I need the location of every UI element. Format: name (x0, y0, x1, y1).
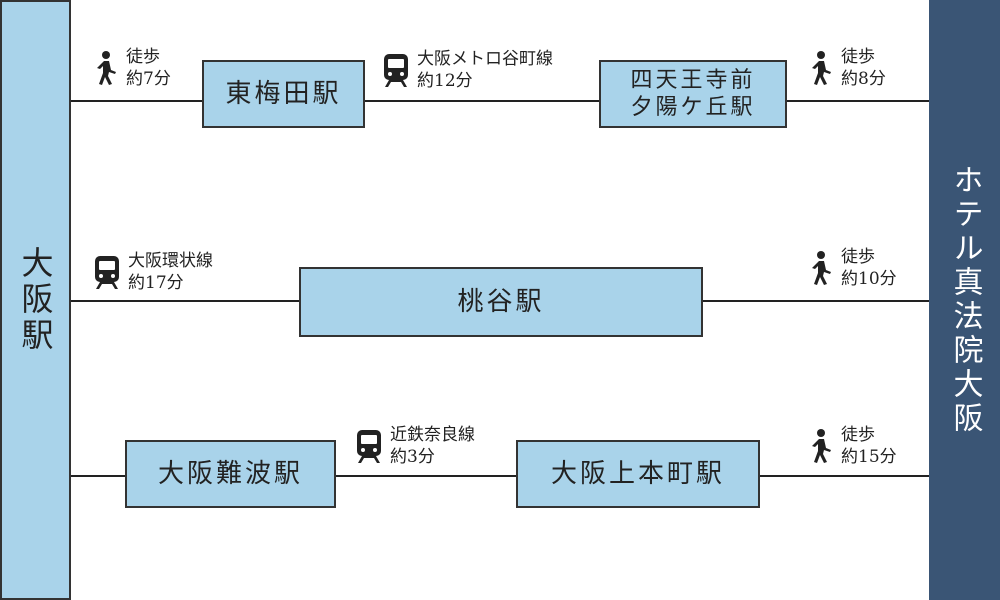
train-icon (357, 430, 381, 463)
station-higashi-umeda: 東梅田駅 (202, 60, 365, 128)
leg-time: 約12分 (417, 71, 473, 91)
route-1-line (71, 100, 929, 102)
route-3-line (71, 475, 929, 477)
leg-line-name: 徒歩 (841, 425, 875, 445)
leg-line-name: 徒歩 (126, 47, 160, 67)
leg-line-name: 徒歩 (841, 47, 875, 67)
route-2-leg-2: 徒歩約10分 (805, 246, 897, 290)
station-osaka-namba: 大阪難波駅 (125, 440, 336, 508)
station-momodani: 桃谷駅 (299, 267, 703, 337)
route-2-leg-1: 大阪環状線約17分 (92, 250, 213, 294)
destination-hotel-bar: ホテル真法院大阪 (929, 0, 1000, 600)
station-label: 桃谷駅 (457, 286, 545, 317)
station-label: 大阪難波駅 (157, 458, 303, 489)
station-label: 大阪上本町駅 (550, 458, 725, 489)
train-icon (95, 256, 119, 289)
train-icon (384, 54, 408, 87)
origin-station-label: 大阪駅 (16, 246, 55, 354)
station-osaka-uehommachi: 大阪上本町駅 (516, 440, 760, 508)
leg-time: 約17分 (128, 273, 184, 293)
leg-line-name: 徒歩 (841, 247, 875, 267)
origin-station-bar: 大阪駅 (0, 0, 71, 600)
route-3-leg-1: 近鉄奈良線約3分 (354, 424, 475, 468)
leg-time: 約7分 (126, 69, 171, 89)
walk-icon (812, 251, 831, 285)
station-label-line-2: 夕陽ケ丘駅 (630, 95, 756, 120)
walk-icon (812, 429, 831, 463)
walk-icon (97, 51, 116, 85)
walk-icon (812, 51, 831, 85)
route-3-leg-2: 徒歩約15分 (805, 424, 897, 468)
station-label-line-1: 四天王寺前 (630, 67, 756, 93)
leg-line-name: 大阪環状線 (128, 251, 213, 271)
route-1-leg-1: 徒歩約7分 (90, 46, 171, 90)
leg-time: 約8分 (841, 69, 886, 89)
leg-time: 約10分 (841, 269, 897, 289)
destination-hotel-label: ホテル真法院大阪 (947, 164, 983, 436)
route-1-leg-3: 徒歩約8分 (805, 46, 886, 90)
leg-time: 約3分 (390, 447, 435, 467)
leg-time: 約15分 (841, 447, 897, 467)
leg-line-name: 近鉄奈良線 (390, 425, 475, 445)
station-label: 東梅田駅 (225, 78, 342, 109)
route-1-leg-2: 大阪メトロ谷町線約12分 (381, 48, 553, 92)
leg-line-name: 大阪メトロ谷町線 (417, 49, 553, 69)
station-shitennoji-mae-yuhigaoka: 四天王寺前 夕陽ケ丘駅 (599, 60, 787, 128)
